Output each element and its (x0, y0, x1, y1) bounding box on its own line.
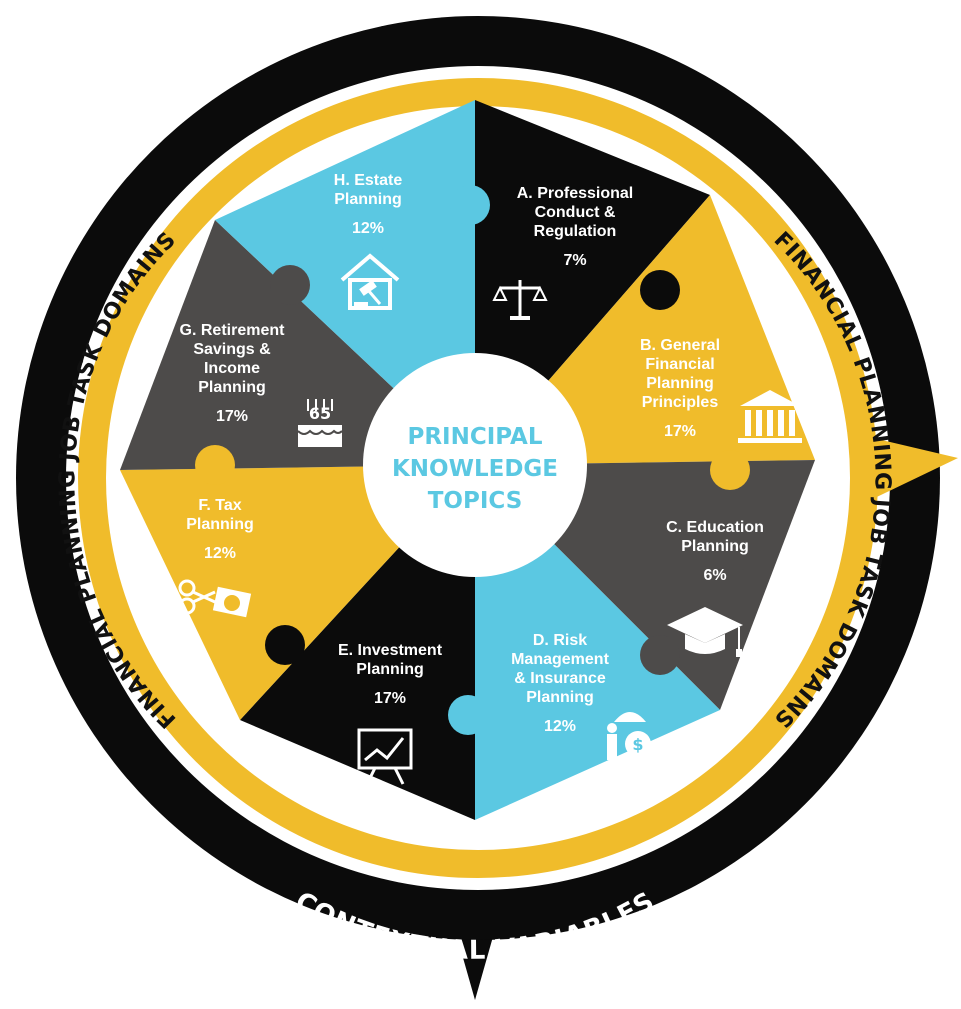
segment-b-title-line: Planning (646, 375, 714, 392)
birthday-cake-icon: 65 (297, 399, 343, 447)
top-ring-label: CONTEXTUAL VARIABLES (281, 0, 670, 10)
scales-icon (492, 280, 548, 320)
segment-e-percent: 17% (374, 690, 406, 707)
segment-c-title-line: Planning (681, 538, 749, 555)
puzzle-tab-4 (640, 635, 680, 675)
puzzle-tab-5 (448, 695, 488, 735)
segment-d-percent: 12% (544, 718, 576, 735)
puzzle-tab-6 (265, 625, 305, 665)
house-gavel-icon (340, 253, 400, 310)
segment-e-title-line: Planning (356, 661, 424, 678)
segment-g-percent: 17% (216, 408, 248, 425)
center-hub: PRINCIPAL KNOWLEDGE TOPICS (363, 353, 587, 577)
center-circle (363, 353, 587, 577)
segment-g-title-line: Planning (198, 379, 266, 396)
scissors-money-icon (178, 579, 252, 618)
segment-h-percent: 12% (352, 220, 384, 237)
umbrella-insurance-icon: $ (607, 712, 651, 760)
segment-d-title-line: Planning (526, 689, 594, 706)
segment-h-title-line: H. Estate (334, 172, 403, 189)
segment-wedge-h (215, 100, 475, 465)
segment-g-title-line: Savings & (193, 341, 271, 358)
segment-f-title-line: F. Tax (198, 497, 241, 514)
segment-a-title-line: A. Professional (517, 185, 633, 202)
bank-icon (738, 390, 802, 443)
segment-d-title-line: D. Risk (533, 632, 587, 649)
segment-f-percent: 12% (204, 545, 236, 562)
puzzle-tab-3 (710, 450, 750, 490)
puzzle-tab-8 (270, 265, 310, 305)
segment-b-title-line: Principles (642, 394, 719, 411)
segment-h-title-line: Planning (334, 191, 402, 208)
segment-f-title-line: Planning (186, 516, 254, 533)
center-line-1: PRINCIPAL (407, 424, 542, 450)
segment-a-percent: 7% (563, 252, 586, 269)
segment-d-title-line: Management (511, 651, 609, 668)
cake-number: 65 (309, 404, 331, 423)
segment-a-title-line: Regulation (534, 223, 617, 240)
graduation-cap-icon (667, 607, 743, 657)
center-line-3: TOPICS (428, 488, 523, 514)
segment-g-title-line: G. Retirement (180, 322, 286, 339)
puzzle-tabs (195, 185, 750, 735)
segment-b-percent: 17% (664, 423, 696, 440)
segment-d-title-line: & Insurance (514, 670, 606, 687)
segment-b-title-line: B. General (640, 337, 720, 354)
segment-e-title-line: E. Investment (338, 642, 443, 659)
segment-c-title-line: C. Education (666, 519, 764, 536)
segment-c-percent: 6% (703, 567, 726, 584)
center-line-2: KNOWLEDGE (392, 456, 558, 482)
puzzle-tab-1 (450, 185, 490, 225)
chart-board-icon (357, 728, 413, 785)
puzzle-tab-2 (640, 270, 680, 310)
segment-g-title-line: Income (204, 360, 260, 377)
svg-text:$: $ (632, 735, 643, 754)
right-pointer (860, 435, 958, 505)
puzzle-tab-7 (195, 445, 235, 485)
segment-a-title-line: Conduct & (535, 204, 616, 221)
segment-b-title-line: Financial (645, 356, 714, 373)
